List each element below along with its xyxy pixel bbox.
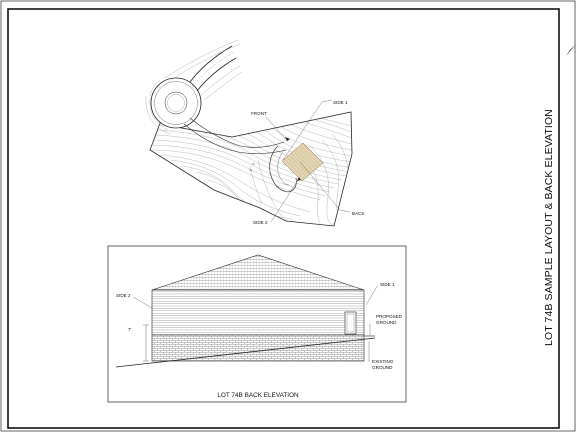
label-elev-side1: SIDE 1 bbox=[380, 282, 395, 287]
house-footprint bbox=[281, 142, 324, 182]
label-front: FRONT bbox=[251, 111, 267, 116]
label-back: BACK bbox=[352, 211, 365, 216]
sheet-title: LOT 74B SAMPLE LAYOUT & BACK ELEVATION bbox=[543, 109, 555, 346]
label-proposed-ground-2: GROUND bbox=[376, 320, 397, 325]
side1-leader bbox=[282, 101, 323, 161]
road-cul-de-sac bbox=[150, 45, 237, 129]
side2-leader bbox=[270, 179, 299, 223]
wall-siding bbox=[151, 289, 365, 336]
svg-text:⊙: ⊙ bbox=[252, 162, 255, 166]
svg-text:▭: ▭ bbox=[249, 168, 252, 172]
front-arrow-icon bbox=[285, 137, 290, 141]
existing-ground-line bbox=[115, 337, 376, 368]
side2-arrow-icon bbox=[297, 177, 301, 181]
front-leader bbox=[265, 116, 289, 143]
site-plan: ⊙ ▭ FRONT SIDE 1 BACK SIDE 2 bbox=[145, 39, 365, 227]
foundation-wall bbox=[151, 334, 365, 362]
driveway-edge-a bbox=[189, 117, 285, 148]
back-elevation: 7' SIDE 2 SIDE 1 PROPOSED GROUND EXISTIN… bbox=[107, 245, 407, 403]
label-existing-ground-1: EXISTING bbox=[372, 359, 394, 364]
back-leader bbox=[299, 161, 341, 211]
road-contours bbox=[145, 39, 243, 135]
label-side1: SIDE 1 bbox=[333, 100, 348, 105]
label-existing-ground-2: GROUND bbox=[372, 365, 393, 370]
label-side2: SIDE 2 bbox=[253, 220, 268, 225]
label-proposed-ground-1: PROPOSED bbox=[376, 314, 403, 319]
label-elev-side2: SIDE 2 bbox=[116, 293, 131, 298]
sheet-border bbox=[7, 8, 560, 429]
window bbox=[344, 311, 357, 335]
roof bbox=[151, 254, 365, 291]
elevation-caption: LOT 74B BACK ELEVATION bbox=[217, 392, 299, 399]
elevation-frame bbox=[107, 245, 407, 403]
turnaround-loop bbox=[269, 145, 297, 193]
north-arrow-icon bbox=[566, 44, 576, 56]
turnaround-inner bbox=[277, 149, 290, 186]
label-dimension-7ft: 7' bbox=[128, 327, 132, 332]
driveway-edge-b bbox=[183, 123, 287, 154]
